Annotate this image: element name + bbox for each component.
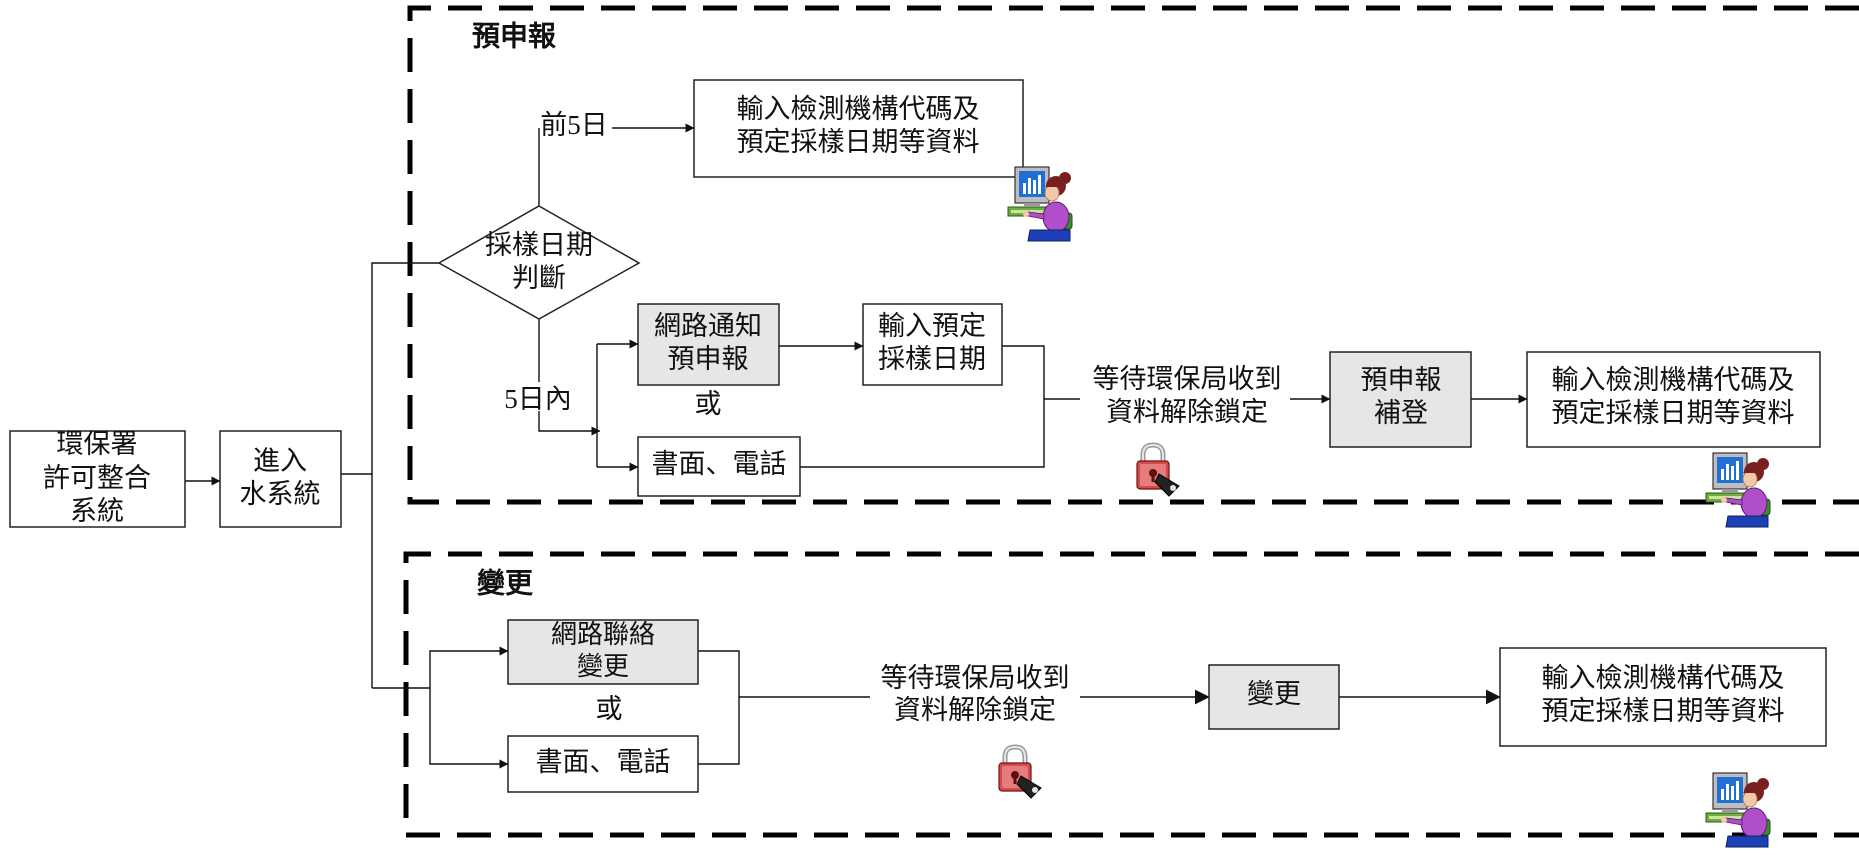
epa-system-line-1: 環保署	[57, 429, 138, 459]
web-contact-line-1: 網路聯絡	[551, 620, 655, 649]
web-notice-line-2: 預申報	[668, 344, 749, 374]
input-agency-top-line-1: 輸入檢測機構代碼及	[737, 94, 980, 124]
change-section-frame	[403, 551, 1859, 838]
web-notice-line-1: 網路通知	[654, 311, 762, 341]
input-planned-date-box: 輸入預定 採樣日期	[862, 303, 1003, 386]
decision-line-2: 判斷	[512, 263, 566, 293]
wait-unlock-1-line-2: 資料解除鎖定	[1106, 397, 1268, 427]
epa-system-line-2: 許可整合	[43, 463, 151, 493]
input-agency-code-box-bottom: 輸入檢測機構代碼及 預定採樣日期等資料	[1499, 647, 1827, 747]
paper-phone-2-text: 書面、電話	[536, 747, 671, 777]
connectors	[185, 123, 1528, 769]
wait-unlock-2-line-2: 資料解除鎖定	[894, 695, 1056, 725]
within-five-days-label: 5日內	[504, 384, 572, 414]
computer-user-icon	[1705, 772, 1771, 848]
wait-unlock-2-line-1: 等待環保局收到	[881, 663, 1070, 693]
input-agency-code-box-right: 輸入檢測機構代碼及 預定採樣日期等資料	[1526, 351, 1821, 448]
pre-report-section-frame	[407, 5, 1859, 505]
change-box: 變更	[1208, 664, 1340, 730]
enter-water-line-1: 進入	[253, 446, 307, 476]
input-agency-right-line-1: 輸入檢測機構代碼及	[1552, 365, 1795, 395]
lock-icon	[1137, 445, 1179, 496]
or-label-2: 或	[596, 694, 623, 724]
epa-permit-system-box: 環保署 許可整合 系統	[9, 429, 186, 528]
enter-water-system-box: 進入 水系統	[219, 430, 342, 528]
wait-unlock-1-line-1: 等待環保局收到	[1093, 364, 1282, 394]
or-label-1: 或	[695, 389, 722, 419]
section-title-change: 變更	[477, 566, 534, 598]
pre-report-late-registration-box: 預申報 補登	[1329, 351, 1472, 448]
change-box-text: 變更	[1247, 679, 1301, 709]
input-agency-bottom-line-2: 預定採樣日期等資料	[1542, 696, 1785, 726]
input-agency-right-line-2: 預定採樣日期等資料	[1552, 398, 1795, 428]
paper-phone-1-text: 書面、電話	[652, 449, 787, 479]
web-contact-change-box: 網路聯絡 變更	[507, 619, 699, 685]
epa-system-line-3: 系統	[70, 496, 124, 526]
computer-user-icon	[1007, 166, 1073, 242]
input-planned-line-2: 採樣日期	[878, 344, 986, 374]
web-contact-line-2: 變更	[577, 652, 629, 681]
wait-unlock-label-1: 等待環保局收到 資料解除鎖定	[1093, 364, 1282, 427]
late-registration-line-2: 補登	[1374, 398, 1428, 428]
five-days-before-label: 前5日	[540, 110, 608, 140]
enter-water-line-2: 水系統	[240, 479, 321, 509]
web-notice-pre-report-box: 網路通知 預申報	[637, 303, 780, 386]
input-agency-code-box-top: 輸入檢測機構代碼及 預定採樣日期等資料	[693, 79, 1024, 178]
late-registration-line-1: 預申報	[1361, 365, 1442, 395]
sampling-date-decision-diamond: 採樣日期 判斷	[437, 205, 641, 320]
section-title-pre-report: 預申報	[472, 20, 557, 51]
paper-phone-box-1: 書面、電話	[637, 436, 801, 497]
computer-user-icon	[1705, 452, 1771, 528]
paper-phone-box-2: 書面、電話	[507, 735, 699, 793]
input-agency-top-line-2: 預定採樣日期等資料	[737, 127, 980, 157]
input-planned-line-1: 輸入預定	[878, 311, 986, 341]
wait-unlock-label-2: 等待環保局收到 資料解除鎖定	[881, 663, 1070, 725]
decision-line-1: 採樣日期	[485, 230, 593, 260]
lock-icon	[999, 747, 1041, 798]
input-agency-bottom-line-1: 輸入檢測機構代碼及	[1542, 663, 1785, 693]
